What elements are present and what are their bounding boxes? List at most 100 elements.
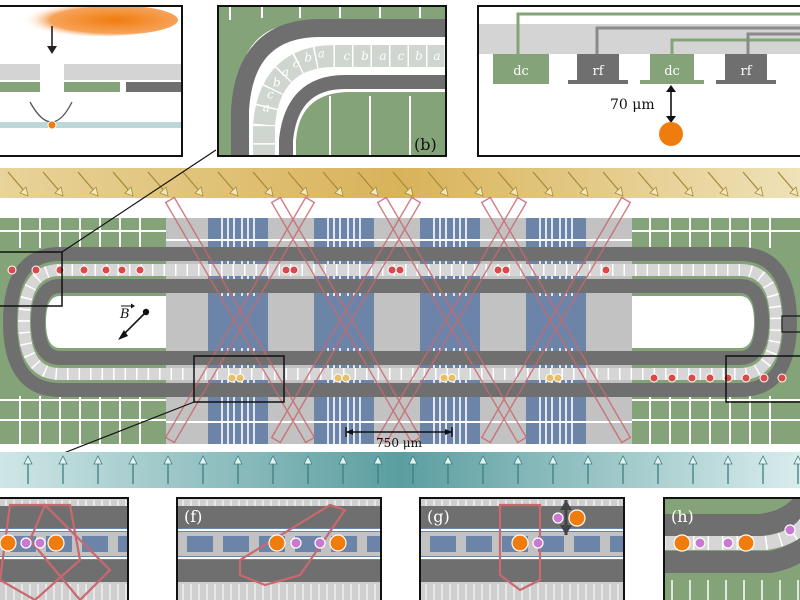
beam-arrowhead bbox=[334, 186, 344, 197]
laser-beam bbox=[22, 6, 178, 36]
beam-arrowhead bbox=[198, 455, 208, 465]
beam-arrowhead bbox=[548, 455, 558, 465]
segment-letter: a bbox=[433, 49, 440, 63]
ion-large bbox=[659, 122, 683, 146]
beam-arrowhead bbox=[19, 186, 29, 197]
electrode-rf-1 bbox=[577, 54, 619, 84]
segment-letter: b bbox=[415, 49, 423, 63]
beam-arrowhead bbox=[163, 455, 173, 465]
beam-arrowhead bbox=[614, 186, 624, 197]
ion bbox=[568, 509, 586, 527]
segment-letter: c bbox=[398, 49, 405, 63]
ion bbox=[290, 537, 302, 549]
ion bbox=[784, 524, 796, 536]
ion bbox=[79, 265, 89, 275]
beam-arrowhead bbox=[618, 455, 628, 465]
ion bbox=[0, 534, 17, 552]
segment-letter: b bbox=[273, 76, 281, 90]
ion bbox=[552, 512, 564, 524]
scale-label: 750 μm bbox=[376, 436, 423, 450]
laser-beam-outline bbox=[28, 503, 112, 600]
electrode-label-dc-1: dc bbox=[513, 64, 529, 79]
ion bbox=[333, 373, 343, 383]
laser-beam-outline bbox=[498, 503, 542, 592]
segment-letter: a bbox=[318, 46, 325, 60]
beam-arrows-bottom bbox=[23, 455, 800, 484]
beam-arrowhead bbox=[443, 455, 453, 465]
beam-arrowhead bbox=[758, 455, 768, 465]
beam-arrowhead bbox=[159, 186, 169, 197]
inset-e bbox=[0, 498, 128, 600]
beam-arrowhead bbox=[404, 186, 414, 197]
beam-arrowhead bbox=[649, 186, 659, 197]
ion bbox=[722, 537, 734, 549]
ion bbox=[553, 373, 563, 383]
segment-letter: c bbox=[344, 49, 351, 63]
beam-arrowhead bbox=[303, 455, 313, 465]
ion bbox=[501, 265, 511, 275]
ion bbox=[268, 534, 286, 552]
laser-beam-outline bbox=[238, 503, 347, 587]
beam-arrowhead bbox=[194, 186, 204, 197]
ion bbox=[31, 265, 41, 275]
beam-arrowhead bbox=[653, 455, 663, 465]
beam-arrowhead bbox=[23, 455, 33, 465]
beam-arrowhead bbox=[544, 186, 554, 197]
inset-e-frame bbox=[0, 497, 129, 600]
beam-bar-top bbox=[0, 168, 800, 198]
electrode-rf-2 bbox=[725, 54, 767, 84]
beam-arrowhead bbox=[268, 455, 278, 465]
beam-arrowhead bbox=[513, 455, 523, 465]
segment-letter: a bbox=[263, 101, 270, 115]
ion bbox=[329, 534, 347, 552]
ion bbox=[55, 265, 65, 275]
laser-beam bbox=[270, 196, 422, 444]
zoom-box-c bbox=[781, 315, 800, 333]
ion-height-label: 70 μm bbox=[610, 97, 655, 113]
ion bbox=[101, 265, 111, 275]
segment-letter: a bbox=[379, 49, 386, 63]
beam-arrowhead bbox=[789, 186, 799, 197]
beam-arrowhead bbox=[299, 186, 309, 197]
racetrack-outer-rail bbox=[2, 247, 798, 397]
ion bbox=[493, 265, 503, 275]
beam-arrowhead bbox=[723, 455, 733, 465]
ion bbox=[47, 120, 57, 130]
zoom-box-b bbox=[0, 251, 63, 307]
electrode-dc-2 bbox=[650, 54, 694, 84]
panel-c-frame bbox=[477, 5, 800, 157]
beam-arrowhead bbox=[684, 186, 694, 197]
ion bbox=[532, 537, 544, 549]
ion bbox=[20, 537, 32, 549]
inset-f-label: (f) bbox=[184, 507, 202, 526]
inset-g-label: (g) bbox=[427, 507, 450, 526]
beam-arrowhead bbox=[93, 455, 103, 465]
ion bbox=[439, 373, 449, 383]
panel-c: dc rf dc rf 70 μm bbox=[478, 6, 800, 156]
ion bbox=[759, 373, 769, 383]
electrode-label-rf-2: rf bbox=[740, 64, 752, 79]
inset-g bbox=[420, 498, 624, 600]
beam-arrowhead bbox=[54, 186, 64, 197]
laser-beam bbox=[164, 196, 316, 444]
beam-arrowhead bbox=[338, 455, 348, 465]
beam-arrowhead bbox=[58, 455, 68, 465]
ion bbox=[667, 373, 677, 383]
segment-letter: c bbox=[267, 88, 274, 102]
ion bbox=[705, 373, 715, 383]
zoom-box-h bbox=[725, 355, 800, 403]
segment-letter: a bbox=[282, 65, 289, 79]
ion bbox=[34, 537, 46, 549]
ion bbox=[649, 373, 659, 383]
beam-arrowhead bbox=[369, 186, 379, 197]
ion bbox=[673, 534, 691, 552]
beam-arrows-top bbox=[7, 171, 799, 197]
ion bbox=[447, 373, 457, 383]
beam-arrowhead bbox=[509, 186, 519, 197]
segment-letter: b bbox=[361, 49, 369, 63]
beam-arrowhead bbox=[474, 186, 484, 197]
electrode-label-rf-1: rf bbox=[592, 64, 604, 79]
ion bbox=[511, 534, 529, 552]
